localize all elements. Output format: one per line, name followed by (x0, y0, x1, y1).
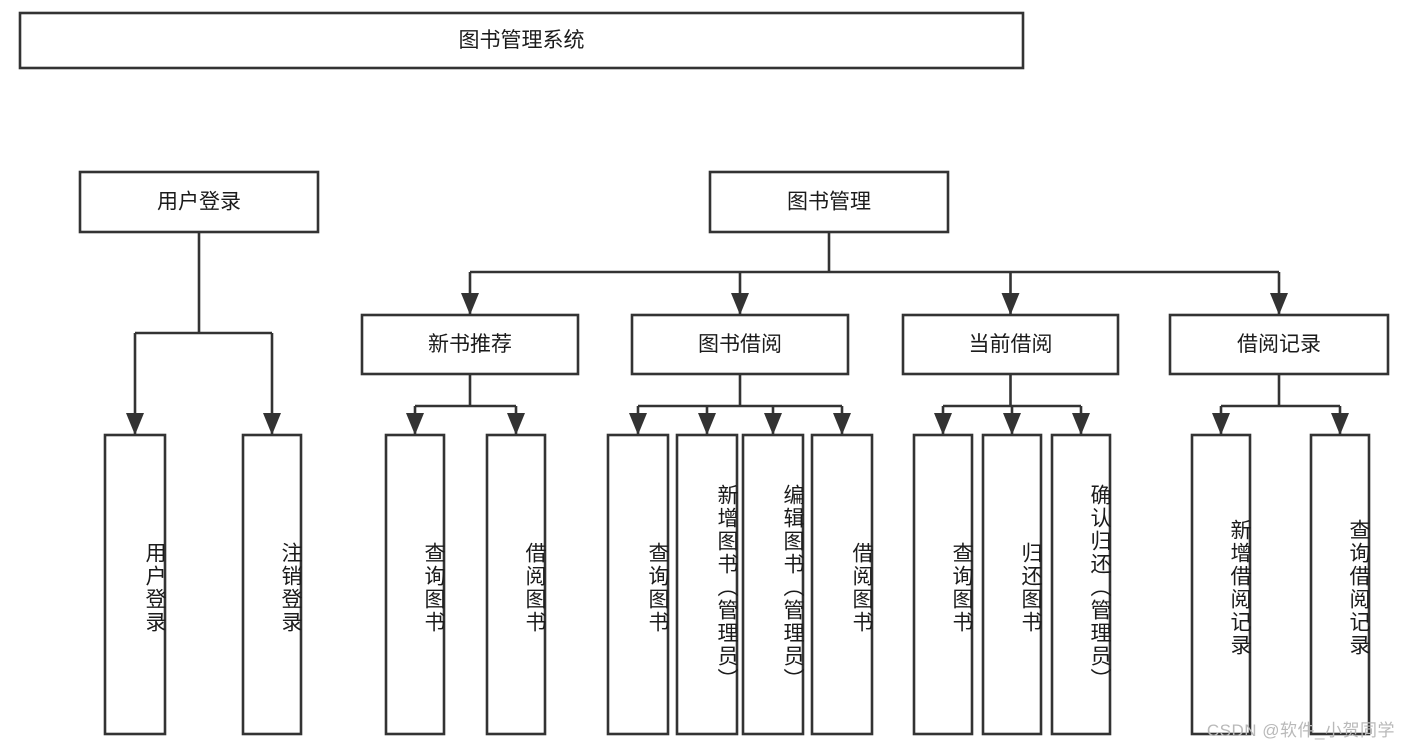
node-box-leaf-user-login[interactable] (103, 433, 167, 736)
node-box-current-borrow[interactable] (901, 313, 1120, 376)
arrow-icon-leaf-return-book (1003, 413, 1021, 435)
node-label-book-manage: 图书管理 (787, 191, 871, 214)
node-box-root[interactable] (18, 11, 1025, 70)
arrow-icon-leaf-borrow-book-2 (833, 413, 851, 435)
node-label-current-borrow: 当前借阅 (969, 333, 1053, 356)
node-box-book-borrow[interactable] (630, 313, 850, 376)
arrow-icon-leaf-query-record (1331, 413, 1349, 435)
arrow-icon-leaf-confirm-return (1072, 413, 1090, 435)
arrow-icon-current-borrow (1001, 293, 1020, 315)
arrow-icon-leaf-add-book (698, 413, 716, 435)
node-box-leaf-borrow-book-1[interactable] (485, 433, 547, 736)
arrow-icon-book-borrow (731, 293, 749, 315)
node-box-leaf-return-book[interactable] (981, 433, 1043, 736)
arrow-icon-leaf-user-login (126, 413, 144, 435)
arrow-icon-leaf-query-book-1 (406, 413, 424, 435)
node-box-new-book-rec[interactable] (360, 313, 580, 376)
node-label-user-login: 用户登录 (157, 191, 241, 214)
arrow-icon-borrow-record (1270, 293, 1288, 315)
arrow-icon-leaf-borrow-book-1 (507, 413, 525, 435)
node-label-borrow-record: 借阅记录 (1237, 333, 1321, 356)
arrow-icon-leaf-add-record (1212, 413, 1230, 435)
arrow-icon-leaf-query-book-3 (934, 413, 952, 435)
node-box-book-manage[interactable] (708, 170, 950, 234)
node-box-leaf-add-record[interactable] (1190, 433, 1252, 736)
node-box-borrow-record[interactable] (1168, 313, 1390, 376)
node-boxes (18, 11, 1390, 736)
node-box-leaf-edit-book[interactable] (741, 433, 805, 736)
arrow-icon-new-book-rec (461, 293, 479, 315)
arrow-icon-leaf-logout (263, 413, 281, 435)
node-label-new-book-rec: 新书推荐 (428, 333, 512, 356)
node-label-root: 图书管理系统 (459, 29, 585, 52)
node-box-leaf-add-book[interactable] (675, 433, 739, 736)
node-label-book-borrow: 图书借阅 (698, 333, 782, 356)
node-box-leaf-query-book-3[interactable] (912, 433, 974, 736)
node-box-leaf-query-record[interactable] (1309, 433, 1371, 736)
arrow-icon-leaf-query-book-2 (629, 413, 647, 435)
arrow-icon-leaf-edit-book (764, 413, 782, 435)
connector-lines (126, 232, 1349, 435)
node-box-leaf-query-book-2[interactable] (606, 433, 670, 736)
node-box-leaf-confirm-return[interactable] (1050, 433, 1112, 736)
node-box-user-login[interactable] (78, 170, 320, 234)
csdn-watermark: CSDN @软件_小贺同学 (1206, 721, 1395, 740)
node-box-leaf-query-book-1[interactable] (384, 433, 446, 736)
node-box-leaf-borrow-book-2[interactable] (810, 433, 874, 736)
node-box-leaf-logout[interactable] (241, 433, 303, 736)
